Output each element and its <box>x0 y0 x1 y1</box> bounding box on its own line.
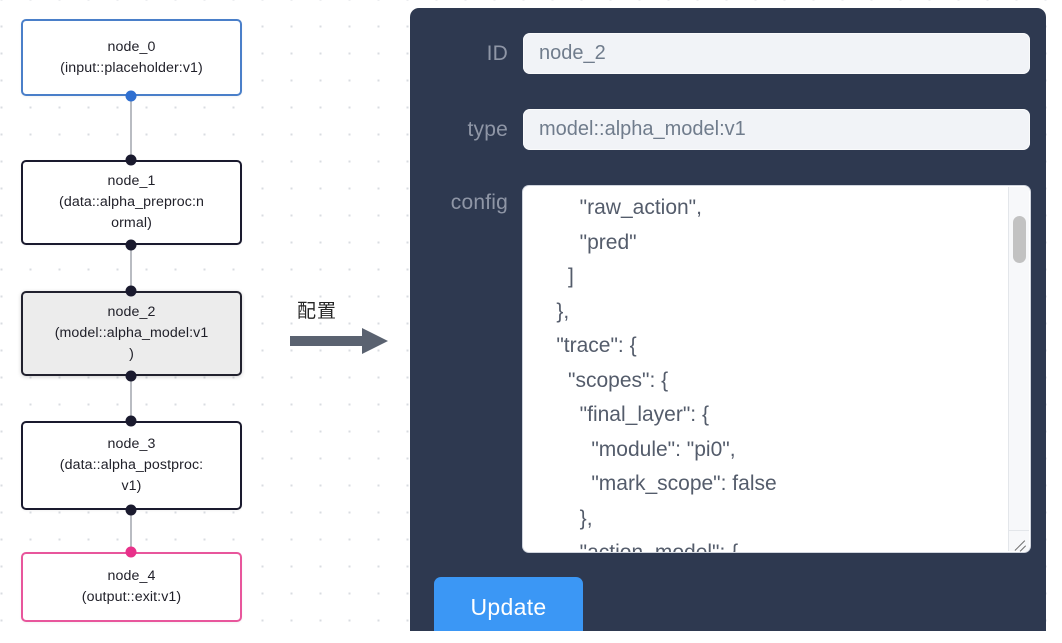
arrow-right-icon <box>290 328 388 354</box>
edge-node0-node1[interactable] <box>130 96 132 160</box>
field-row-type: type <box>410 109 1046 150</box>
annotation-arrow-label: 配置 <box>297 300 338 322</box>
port-node_2-output[interactable] <box>125 370 137 382</box>
config-textarea-wrapper <box>523 186 1030 552</box>
node-config-panel: ID type config Update <box>410 8 1046 631</box>
graph-node-node_2[interactable]: node_2 (model::alpha_model:v1 ) <box>21 291 242 376</box>
edge-node3-node4[interactable] <box>130 510 132 552</box>
port-node_1-input[interactable] <box>125 154 137 166</box>
field-row-id: ID <box>410 33 1046 74</box>
port-node_3-output[interactable] <box>125 504 137 516</box>
port-node_2-input[interactable] <box>125 285 137 297</box>
config-scrollbar[interactable] <box>1008 187 1029 551</box>
id-field-label: ID <box>486 42 508 65</box>
field-row-config: config <box>410 186 1046 552</box>
type-input[interactable] <box>523 109 1030 150</box>
graph-node-node_1[interactable]: node_1 (data::alpha_preproc:n ormal) <box>21 160 242 245</box>
type-field-label: type <box>467 118 508 141</box>
update-button[interactable]: Update <box>434 577 583 631</box>
config-textarea[interactable] <box>523 186 1030 552</box>
config-scrollbar-thumb[interactable] <box>1013 216 1026 263</box>
port-node_1-output[interactable] <box>125 239 137 251</box>
graph-node-label: node_2 (model::alpha_model:v1 ) <box>54 304 209 362</box>
edge-node1-node2[interactable] <box>130 245 132 291</box>
graph-node-node_3[interactable]: node_3 (data::alpha_postproc: v1) <box>21 421 242 510</box>
graph-canvas[interactable]: node_0 (input::placeholder:v1) node_1 (d… <box>0 0 400 643</box>
graph-node-label: node_3 (data::alpha_postproc: v1) <box>59 436 204 494</box>
port-node_0-output[interactable] <box>125 90 137 102</box>
port-node_3-input[interactable] <box>125 415 137 427</box>
config-resize-handle[interactable] <box>1008 530 1029 551</box>
port-node_4-input[interactable] <box>125 546 137 558</box>
graph-node-label: node_1 (data::alpha_preproc:n ormal) <box>59 173 204 231</box>
graph-node-label: node_4 (output::exit:v1) <box>81 568 182 605</box>
graph-node-node_0[interactable]: node_0 (input::placeholder:v1) <box>21 19 242 96</box>
annotation-arrow-group: 配置 <box>290 296 392 358</box>
graph-node-label: node_0 (input::placeholder:v1) <box>60 38 203 76</box>
config-field-label: config <box>450 191 508 214</box>
id-input[interactable] <box>523 33 1030 74</box>
edge-node2-node3[interactable] <box>130 376 132 421</box>
graph-node-node_4[interactable]: node_4 (output::exit:v1) <box>21 552 242 622</box>
